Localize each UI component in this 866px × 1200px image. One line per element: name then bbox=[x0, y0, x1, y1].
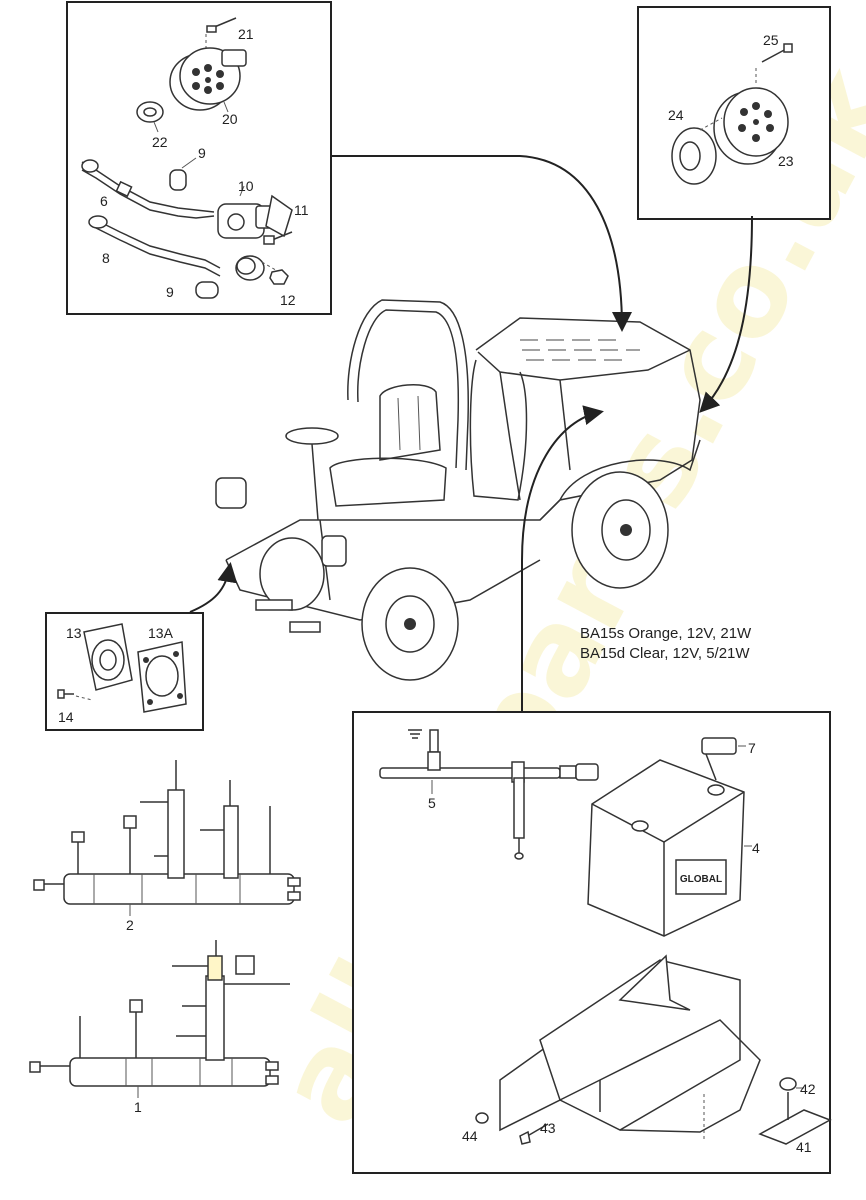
callout-24: 24 bbox=[668, 107, 684, 123]
callout-44: 44 bbox=[462, 1128, 478, 1144]
callout-14: 14 bbox=[58, 709, 74, 725]
callout-6: 6 bbox=[100, 193, 108, 209]
callout-22: 22 bbox=[152, 134, 168, 150]
callout-13: 13 bbox=[66, 625, 82, 641]
callout-1: 1 bbox=[134, 1099, 142, 1115]
bulb-spec-line-1: BA15s Orange, 12V, 21W bbox=[580, 625, 752, 642]
callout-23: 23 bbox=[778, 153, 794, 169]
callout-43: 43 bbox=[540, 1120, 556, 1136]
callout-9-lower: 9 bbox=[166, 284, 174, 300]
callout-4: 4 bbox=[752, 840, 760, 856]
callout-20: 20 bbox=[222, 111, 238, 127]
callout-5: 5 bbox=[428, 795, 436, 811]
callout-13A: 13A bbox=[148, 625, 173, 641]
callout-42: 42 bbox=[800, 1081, 816, 1097]
callout-7: 7 bbox=[748, 740, 756, 756]
callout-21: 21 bbox=[238, 26, 254, 42]
callout-9-upper: 9 bbox=[198, 145, 206, 161]
callout-41: 41 bbox=[796, 1139, 812, 1155]
callout-10: 10 bbox=[238, 178, 254, 194]
battery-brand-text: GLOBAL bbox=[680, 874, 722, 885]
callout-11: 11 bbox=[294, 202, 309, 218]
callout-25: 25 bbox=[763, 32, 779, 48]
callout-2: 2 bbox=[126, 917, 134, 933]
callout-12: 12 bbox=[280, 292, 296, 308]
bulb-spec-line-2: BA15d Clear, 12V, 5/21W bbox=[580, 645, 750, 662]
callout-8: 8 bbox=[102, 250, 110, 266]
